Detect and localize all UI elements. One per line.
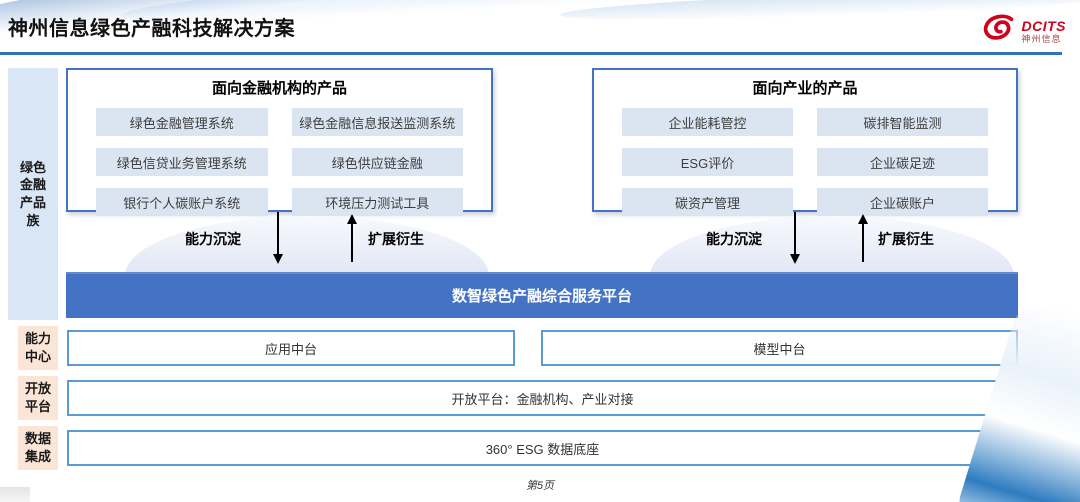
- product-item: 碳资产管理: [622, 188, 793, 216]
- product-item: 企业碳账户: [817, 188, 988, 216]
- product-item: 绿色金融管理系统: [96, 108, 268, 136]
- product-item: 企业能耗管控: [622, 108, 793, 136]
- product-item: 银行个人碳账户系统: [96, 188, 268, 216]
- model-middle-platform-box: 模型中台: [541, 330, 1018, 366]
- esg-data-base-box: 360° ESG 数据底座: [67, 430, 1018, 466]
- logo-brand-cn-text: 神州信息: [1021, 34, 1062, 44]
- open-platform-box: 开放平台：金融机构、产业对接: [67, 380, 1018, 416]
- sidebar-label-open-platform: 开放平台: [18, 376, 58, 420]
- extend-derive-label: 扩展衍生: [878, 231, 934, 247]
- logo-brand-text: DCITS: [1021, 18, 1066, 34]
- finance-products-title: 面向金融机构的产品: [211, 80, 347, 97]
- dcits-swirl-icon: [982, 14, 1018, 49]
- capability-sink-label: 能力沉淀: [185, 231, 241, 247]
- title-divider: [0, 52, 1062, 55]
- app-middle-platform-box: 应用中台: [67, 330, 515, 366]
- product-item: 绿色信贷业务管理系统: [96, 148, 268, 176]
- finance-products-grid: 绿色金融管理系统 绿色金融信息报送监测系统 绿色信贷业务管理系统 绿色供应链金融…: [68, 108, 491, 216]
- sidebar-label-data-integration: 数据集成: [18, 426, 58, 470]
- company-logo: DCITS 神州信息: [982, 14, 1067, 49]
- up-arrow-icon: [858, 214, 868, 262]
- up-arrow-icon: [347, 214, 357, 262]
- platform-bar: 数智绿色产融综合服务平台: [66, 272, 1018, 318]
- dome-decoration-right: [650, 216, 1014, 272]
- page-number: 第5页: [525, 480, 555, 492]
- industry-products-box: 面向产业的产品 企业能耗管控 碳排智能监测 ESG评价 企业碳足迹 碳资产管理 …: [592, 68, 1018, 216]
- product-item: 环境压力测试工具: [291, 188, 463, 216]
- product-item: 绿色金融信息报送监测系统: [291, 108, 463, 136]
- industry-products-grid: 企业能耗管控 碳排智能监测 ESG评价 企业碳足迹 碳资产管理 企业碳账户: [594, 108, 1016, 216]
- sidebar-label-product-family: 绿色金融产品族: [8, 68, 58, 320]
- extend-derive-label: 扩展衍生: [368, 231, 424, 247]
- capability-sink-label: 能力沉淀: [706, 231, 762, 247]
- industry-products-title: 面向产业的产品: [752, 80, 858, 97]
- down-arrow-icon: [790, 212, 800, 264]
- sidebar-label-capability-center: 能力中心: [18, 326, 58, 370]
- down-arrow-icon: [273, 212, 283, 264]
- corner-decoration: [0, 487, 30, 502]
- product-item: 企业碳足迹: [817, 148, 988, 176]
- product-item: 绿色供应链金融: [291, 148, 463, 176]
- product-item: 碳排智能监测: [817, 108, 988, 136]
- page-title: 神州信息绿色产融科技解决方案: [8, 18, 295, 40]
- dome-decoration-left: [125, 216, 489, 272]
- product-item: ESG评价: [622, 148, 793, 176]
- finance-products-box: 面向金融机构的产品 绿色金融管理系统 绿色金融信息报送监测系统 绿色信贷业务管理…: [66, 68, 493, 216]
